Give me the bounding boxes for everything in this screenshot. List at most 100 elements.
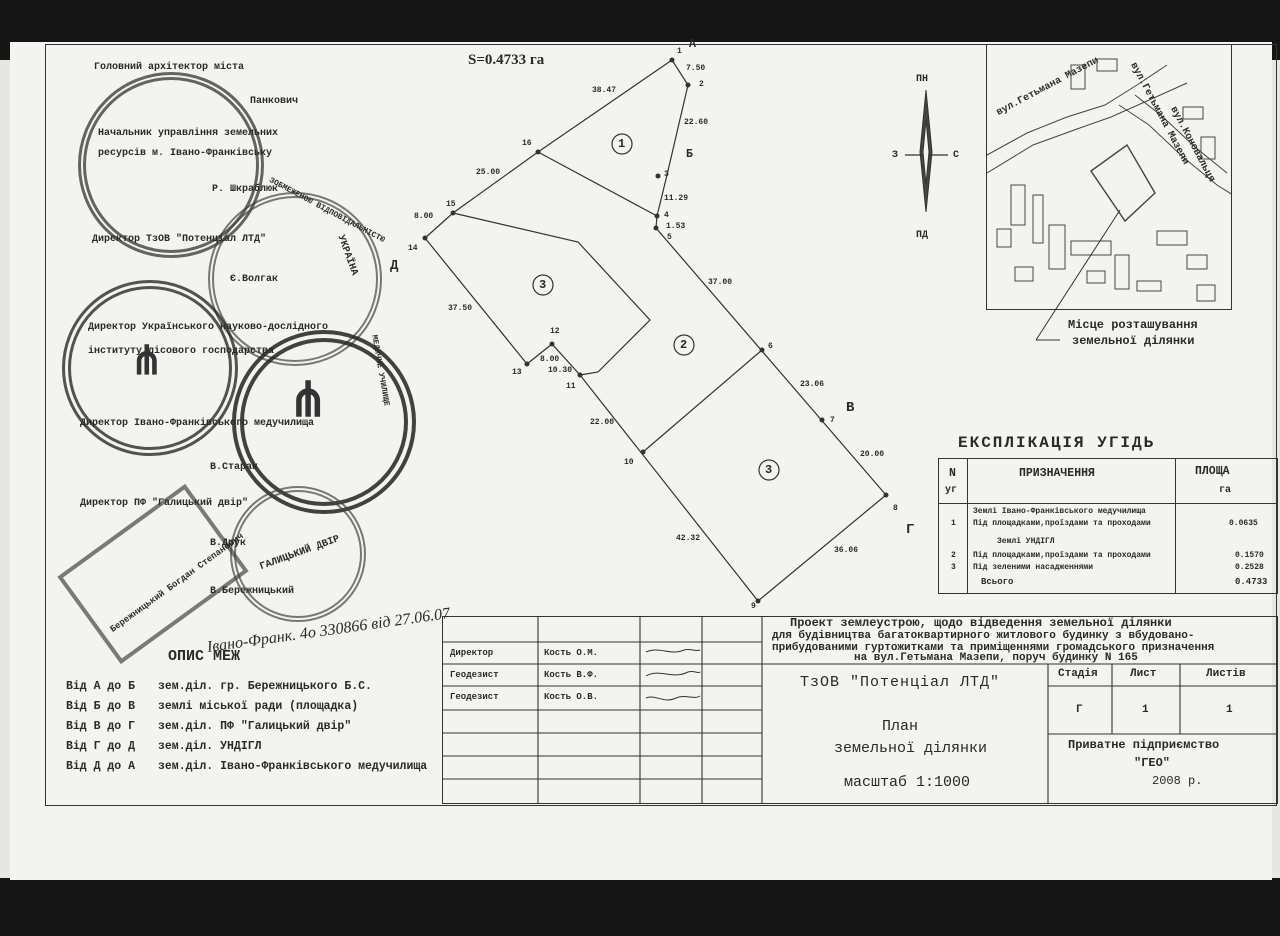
boundary-from: Від Г до Д <box>66 740 136 753</box>
signatory-line: В.Старак <box>210 462 259 473</box>
scan-bottom-band <box>0 878 1280 936</box>
compass-east: С <box>953 150 960 161</box>
point-number: 4 <box>664 211 669 220</box>
explication-row-purpose: Під зеленими насадженнями <box>973 563 1094 572</box>
project-title-line: на вул.Гетьмана Мазепи, поруч будинку N … <box>854 652 1138 664</box>
explication-total-label: Всього <box>981 577 1014 587</box>
point-number: 15 <box>446 200 456 209</box>
point-number: 16 <box>522 139 532 148</box>
point-number: 11 <box>566 382 576 391</box>
boundary-desc: землі міської ради (площадка) <box>158 700 359 713</box>
point-number: 8 <box>893 504 898 513</box>
boundary-desc: зем.діл. Івано-Франківського медучилища <box>158 760 428 773</box>
boundary-from: Від Д до А <box>66 760 136 773</box>
parcel-label: 1 <box>618 137 626 151</box>
dim-label: 22.00 <box>590 418 615 427</box>
signatory-line: Головний архітектор міста <box>94 62 245 73</box>
dim-label: 10.30 <box>548 366 573 375</box>
location-map-drawing <box>987 58 1231 302</box>
signatory-line: Начальник управління земельних <box>98 128 279 139</box>
side-letter-g: Г <box>906 522 915 538</box>
signatory-line: В.Бережницький <box>210 586 295 597</box>
dim-label: 23.06 <box>800 380 825 389</box>
project-title-line: для будівництва багатоквартирного житлов… <box>772 630 1195 642</box>
boundary-desc: зем.діл. УНДІГЛ <box>158 740 262 753</box>
point-number: 9 <box>751 602 756 611</box>
boundary-line <box>424 59 887 602</box>
signer-role: Директор <box>450 648 494 658</box>
explication-row-n: 1 <box>951 519 956 528</box>
point-number: 12 <box>550 327 560 336</box>
point-number: 13 <box>512 368 522 377</box>
boundary-from: Від А до Б <box>66 680 136 693</box>
dim-label: 1.53 <box>666 222 686 231</box>
signatory-line: Є.Волгак <box>230 274 279 285</box>
signatory-line: В.Друк <box>210 538 247 549</box>
dim-label: 11.29 <box>664 194 689 203</box>
boundary-desc: зем.діл. ПФ "Галицький двір" <box>158 720 352 733</box>
signatory-line: інституту лісового господарства <box>88 346 275 357</box>
signatory-line: Р. Шкраблюк <box>212 184 279 195</box>
dim-label: 20.00 <box>860 450 885 459</box>
dim-label: 42.32 <box>676 534 701 543</box>
boundary-desc: зем.діл. гр. Бережницького Б.С. <box>158 680 372 693</box>
explication-table: N уг ПРИЗНАЧЕННЯ ПЛОЩА га Землі Івано-Фр… <box>938 458 1278 594</box>
explication-row-purpose: Землі Івано-Франківського медучилища <box>973 507 1146 516</box>
dim-label: 8.00 <box>414 212 434 221</box>
stage-value: Г <box>1076 704 1083 716</box>
inner-line <box>642 349 763 453</box>
point-number: 3 <box>664 170 669 179</box>
explication-purpose-header: ПРИЗНАЧЕННЯ <box>1019 467 1095 480</box>
explication-row-area: 0.2528 <box>1235 563 1264 572</box>
sheet-header: Лист <box>1130 668 1157 680</box>
compass-rose <box>905 89 948 213</box>
org-brand: "ГЕО" <box>1134 756 1171 770</box>
opys-mezh-title: ОПИС МЕЖ <box>168 648 241 665</box>
plan-title: План <box>882 718 919 735</box>
sheet-value: 1 <box>1142 704 1149 716</box>
plan-subtitle: земельної ділянки <box>834 740 988 757</box>
side-letter-v: В <box>846 400 855 416</box>
point-number: 7 <box>830 416 835 425</box>
explication-row-purpose: Під площадками,проїздами та проходами <box>973 519 1151 528</box>
stamp-seal <box>230 486 366 622</box>
company-name: ТзОВ "Потенціал ЛТД" <box>800 674 1001 691</box>
dim-label: 38.47 <box>592 86 617 95</box>
explication-n-header2: уг <box>945 485 958 496</box>
point-number: 1 <box>677 47 682 56</box>
compass-west: З <box>892 150 899 161</box>
signatory-line: Директор Українського науково-дослідного <box>88 322 329 333</box>
parcel-label: 2 <box>680 338 688 352</box>
signer-name: Кость О.М. <box>544 648 599 658</box>
stamp-seal <box>78 72 264 258</box>
explication-row-purpose: Під площадками,проїздами та проходами <box>973 551 1151 560</box>
location-caption: земельної ділянки <box>1072 334 1195 348</box>
signer-role: Геодезист <box>450 692 499 702</box>
signer-name: Кость В.Ф. <box>544 670 599 680</box>
explication-area-unit: га <box>1219 485 1232 496</box>
boundary-from: Від Б до В <box>66 700 136 713</box>
dim-label: 8.00 <box>540 355 560 364</box>
trident-emblem: ⋔ <box>130 342 164 387</box>
project-title-line: прибудованими гуртожитками та приміщення… <box>772 642 1215 654</box>
org-name: Приватне підприємство <box>1068 738 1220 752</box>
project-title-line: Проект землеустрою, щодо відведення земе… <box>790 616 1172 630</box>
signer-name: Кость О.В. <box>544 692 599 702</box>
trident-emblem: ⋔ <box>288 377 329 431</box>
explication-row-n: 3 <box>951 563 956 572</box>
inner-line <box>537 151 658 217</box>
parcel-label: 3 <box>539 278 547 292</box>
explication-title: ЕКСПЛІКАЦІЯ УГІДЬ <box>958 434 1156 452</box>
point-number: 10 <box>624 458 634 467</box>
inner-line <box>452 212 651 376</box>
stamp-seal <box>62 280 238 456</box>
signatory-line: ресурсів м. Івано-Франківську <box>98 148 273 159</box>
side-letter-a: А <box>689 38 696 51</box>
plan-year: 2008 р. <box>1152 774 1203 788</box>
dim-label: 7.50 <box>686 64 706 73</box>
dim-label: 37.00 <box>708 278 733 287</box>
drawing-frame <box>45 44 1277 806</box>
signatory-line: Директор Івано-Франківського медучилища <box>80 418 315 429</box>
parcel-label: 3 <box>765 463 773 477</box>
point-number: 2 <box>699 80 704 89</box>
